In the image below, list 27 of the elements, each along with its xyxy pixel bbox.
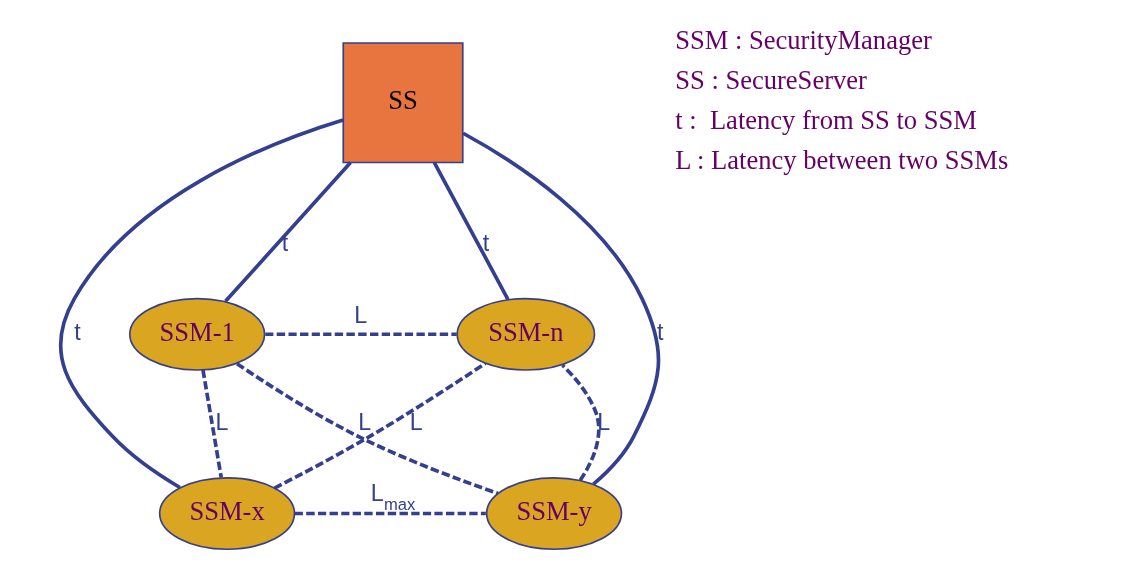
connector	[273, 361, 487, 490]
edge-label: L	[354, 302, 368, 328]
label: SSM : SecurityManager	[675, 25, 932, 56]
node-ellipse: SSM-y	[485, 477, 623, 551]
connector	[236, 362, 499, 496]
connector	[201, 369, 224, 478]
label: SS : SecureServer	[675, 65, 867, 96]
edge-label: L	[215, 409, 229, 436]
edge-label: L	[358, 409, 372, 436]
node-box: SS	[342, 42, 464, 164]
connector	[294, 511, 486, 516]
node-ellipse: SSM-x	[158, 477, 296, 551]
connector	[561, 363, 601, 482]
label: t : Latency from SS to SSM	[675, 104, 977, 135]
connector	[224, 161, 352, 303]
edge-label: L	[409, 409, 423, 436]
connector	[58, 118, 344, 490]
node-ellipse: SSM-1	[128, 297, 266, 371]
edge-label: L$_{max}$	[370, 479, 416, 515]
edge-label: t	[482, 229, 490, 256]
connector	[432, 161, 510, 301]
node-ellipse: SSM-n	[456, 297, 596, 371]
connector	[265, 332, 457, 337]
edge-label: t	[656, 319, 664, 346]
connector	[462, 131, 661, 486]
label: L : Latency between two SSMs	[675, 144, 1009, 175]
edge-label: t	[74, 319, 81, 346]
